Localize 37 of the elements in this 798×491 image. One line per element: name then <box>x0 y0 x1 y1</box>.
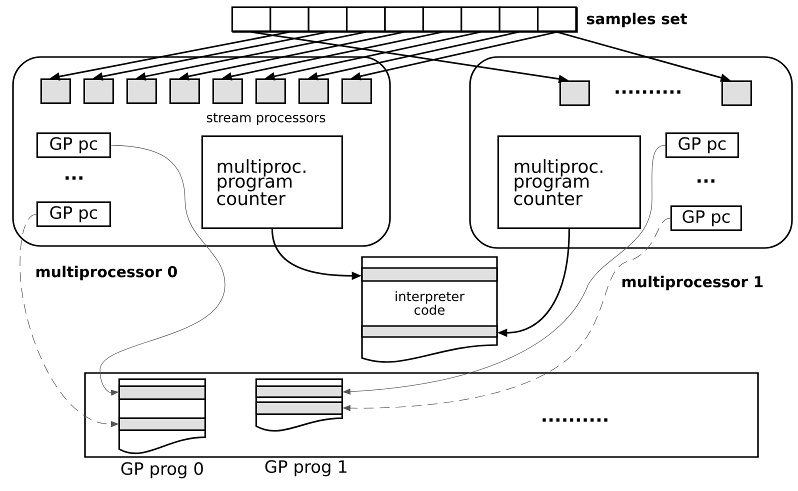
ellipsis: ... <box>66 176 82 180</box>
array-cell <box>460 6 500 32</box>
array-cell <box>346 6 386 32</box>
array-cell <box>308 6 348 32</box>
processor-square <box>40 78 71 104</box>
counter-box: multiproc. program counter <box>201 135 343 229</box>
counter-box: GP pc <box>665 132 739 158</box>
processor-square <box>341 78 372 104</box>
code-document: interpreter code <box>361 256 498 363</box>
ellipsis: .......... <box>616 90 680 94</box>
array-cell <box>270 6 310 32</box>
ellipsis: .......... <box>542 418 608 422</box>
array-cell <box>384 6 424 32</box>
processor-square <box>126 78 157 104</box>
processor-square <box>169 78 200 104</box>
title-text: GP prog 0 <box>121 462 203 478</box>
title-text: multiprocessor 0 <box>36 266 177 280</box>
array-cell <box>537 6 577 32</box>
processor-square <box>298 78 329 104</box>
arrow <box>100 144 226 396</box>
counter-box: GP pc <box>36 201 111 227</box>
array-cell <box>422 6 462 32</box>
array-cell <box>498 6 539 32</box>
counter-box: GP pc <box>670 205 742 231</box>
array-cell <box>231 6 272 32</box>
processor-square <box>559 80 590 106</box>
title-text: samples set <box>586 12 687 28</box>
title-text: multiprocessor 1 <box>622 276 763 290</box>
ellipsis: ... <box>698 179 714 183</box>
processor-square <box>721 80 752 106</box>
counter-box: multiproc. program counter <box>497 135 641 229</box>
counter-box: GP pc <box>36 132 111 158</box>
processor-square <box>212 78 243 104</box>
title-text: GP prog 1 <box>265 460 346 476</box>
processor-square <box>83 78 114 104</box>
caption-text: stream processors <box>206 113 326 125</box>
processor-square <box>255 78 286 104</box>
